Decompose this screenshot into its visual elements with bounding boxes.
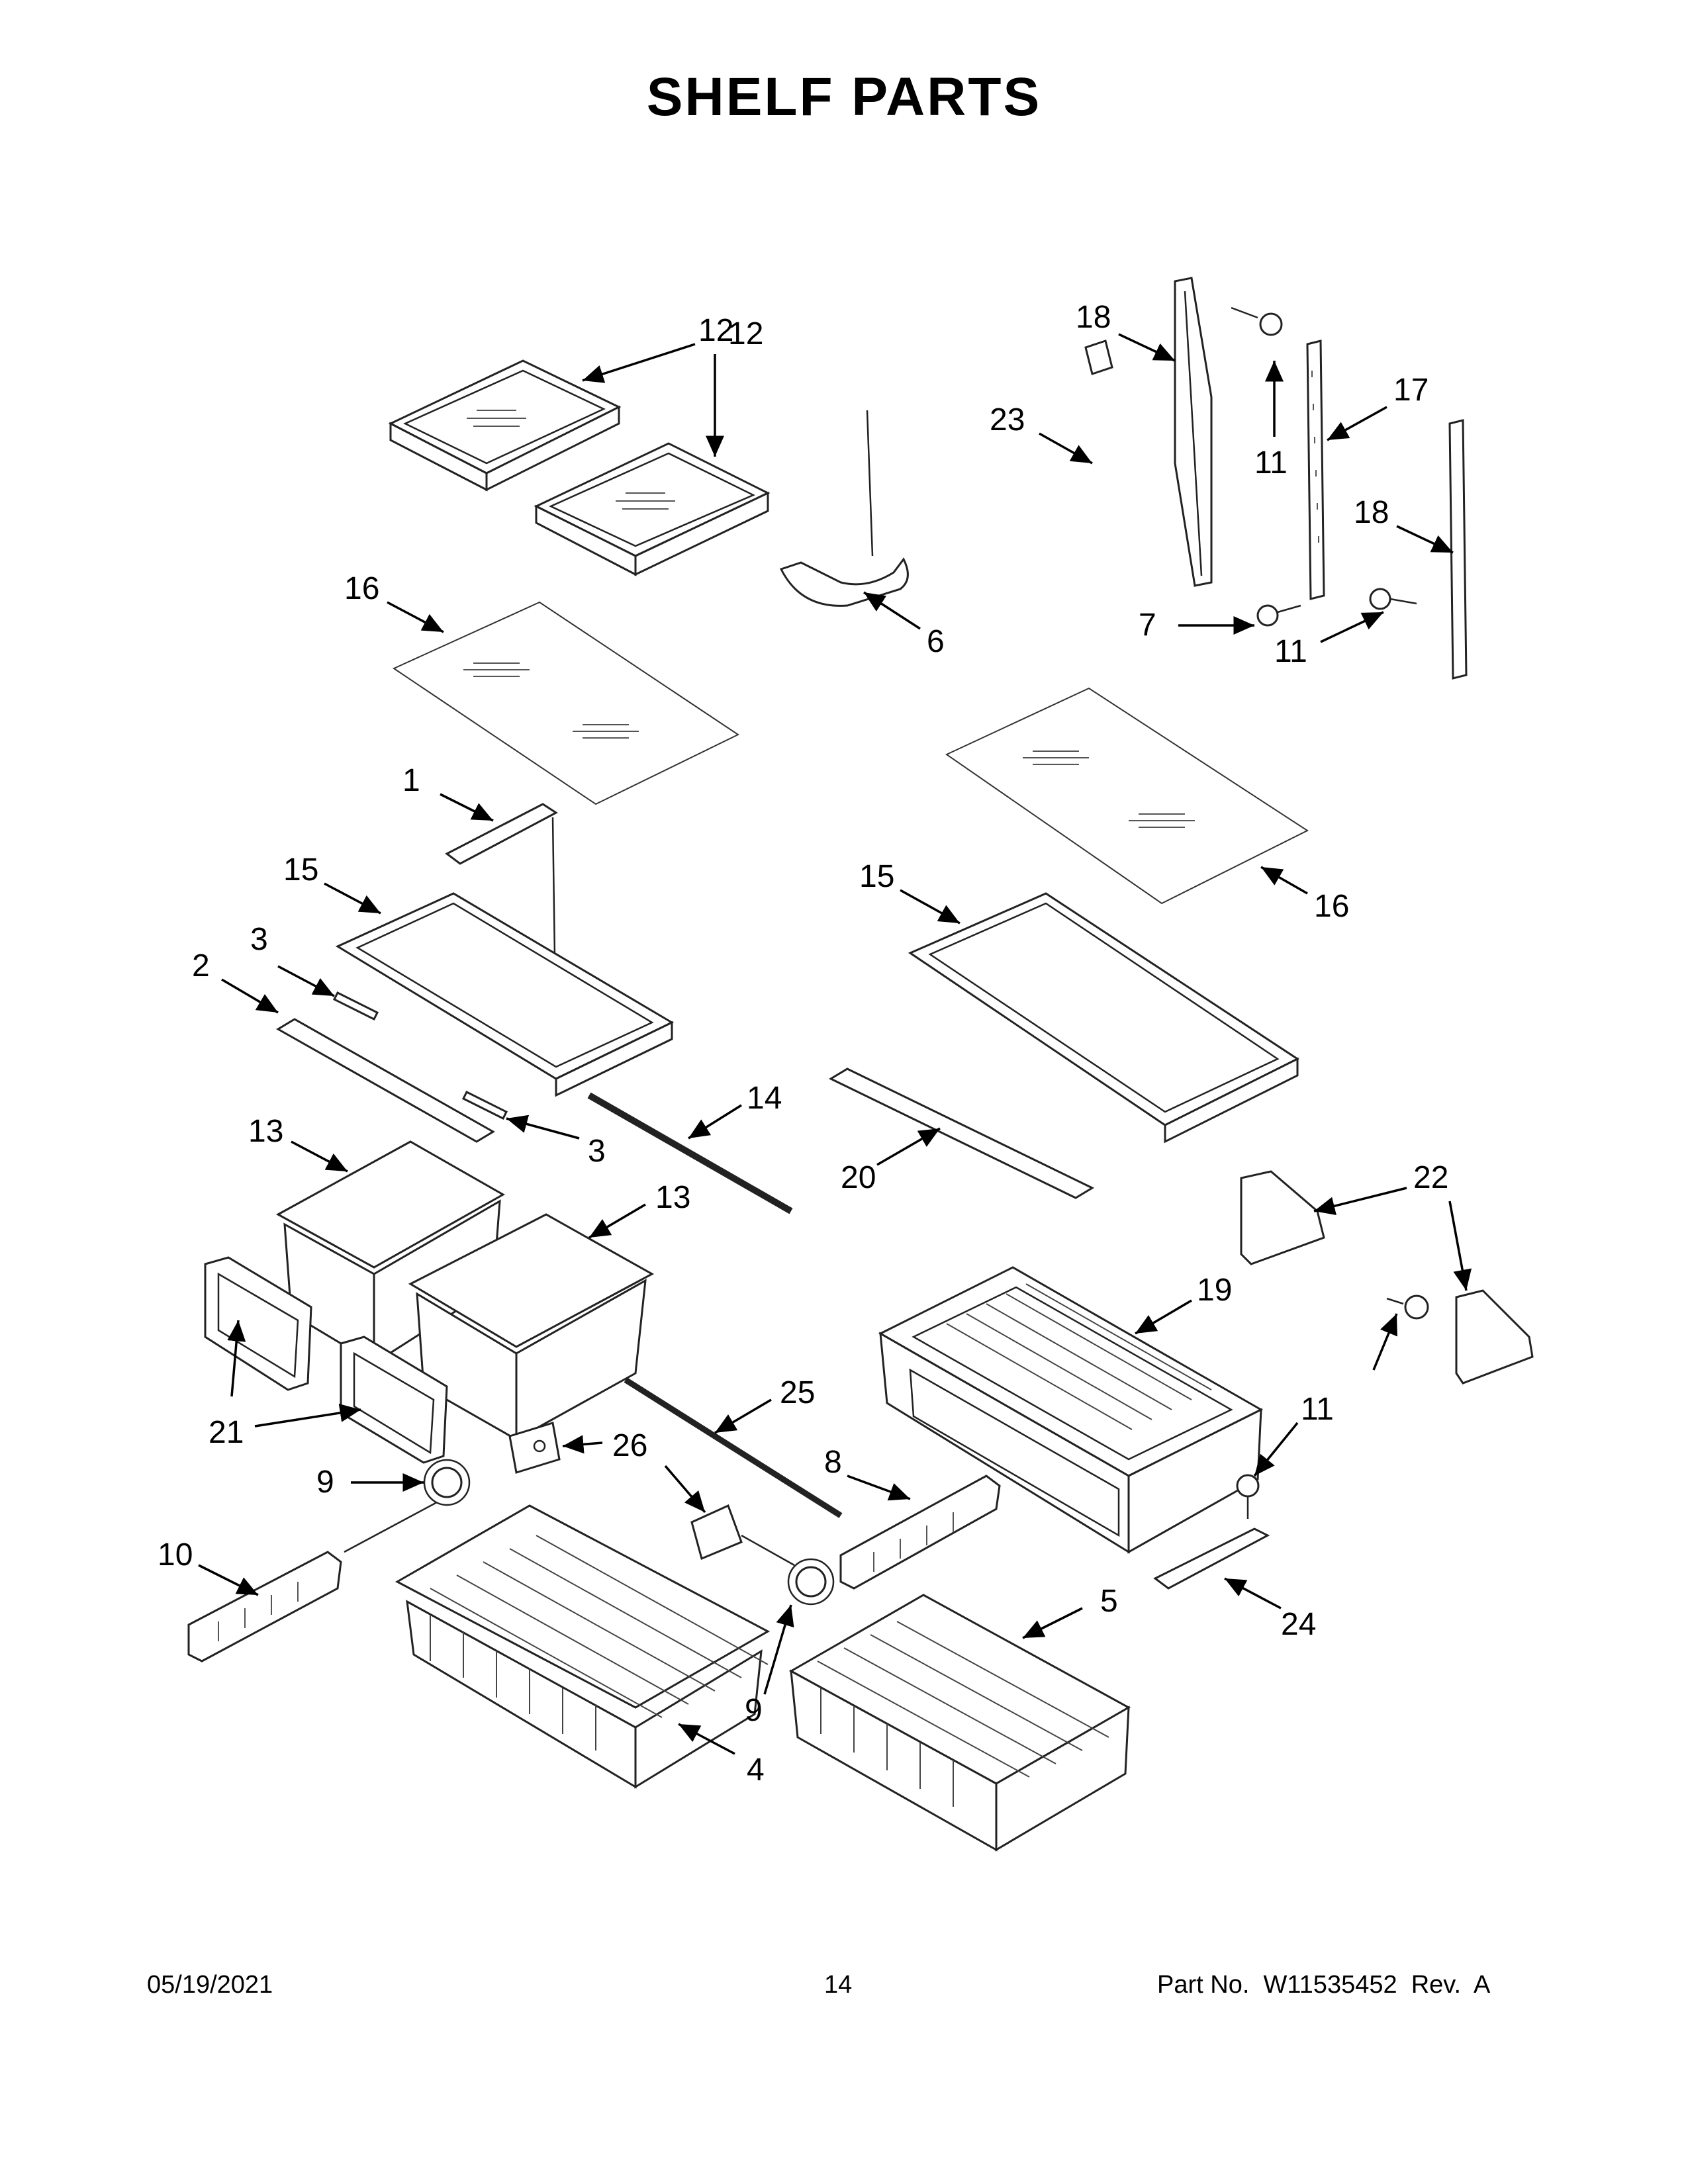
callout-11: 11 [1254,445,1288,480]
callout-2: 2 [192,948,210,983]
callout-5: 5 [1100,1584,1118,1619]
callout-4: 4 [747,1752,765,1788]
part-20-trim [828,1068,1095,1199]
part-24-slide [1153,1527,1270,1590]
footer-date: 05/19/2021 [147,1971,273,1999]
callout-17: 17 [1393,373,1429,408]
part-22-bracket-lower [1455,1289,1534,1385]
part-21-drawer-front-left [204,1256,312,1391]
callout-15: 15 [859,859,894,894]
callout-3: 3 [250,922,268,957]
callout-18: 18 [1354,495,1389,530]
part-22-bracket-upper [1240,1170,1325,1265]
part-12-shelf-left [388,359,622,492]
part-13-crisper-right [408,1213,655,1441]
callout-labels: 12 12 18 17 23 11 18 16 6 7 11 1 15 15 1… [158,300,1448,1788]
callout-22: 22 [1413,1160,1448,1195]
callout-20: 20 [841,1160,876,1195]
part-11-screw-bottom [1236,1474,1260,1519]
callout-19: 19 [1197,1273,1232,1308]
footer-part-number: Part No. W11535452 Rev. A [1157,1971,1491,1999]
callout-21: 21 [209,1415,244,1450]
part-16-glass-right [945,687,1309,905]
callout-15: 15 [283,852,318,887]
part-9-gear-right [787,1558,835,1606]
callout-7: 7 [1139,608,1156,643]
callout-14: 14 [747,1081,782,1116]
page-title: SHELF PARTS [646,67,1042,127]
part-11-screw-right [1386,1295,1429,1320]
part-18-rail-left [1174,277,1213,587]
part-18-rail-right [1448,419,1468,680]
part-9-gear-left [344,1459,471,1553]
part-23-clip [1084,340,1113,375]
part-15-frame-left [335,892,675,1097]
part-4-basket-left [395,1504,771,1789]
part-1-trim [445,803,558,957]
callout-1: 1 [402,763,420,798]
part-3-clip-upper [332,991,379,1021]
callout-24: 24 [1281,1607,1316,1642]
callout-26: 26 [612,1428,647,1463]
callout-6: 6 [927,624,945,659]
callout-25: 25 [780,1375,815,1410]
callout-16: 16 [1314,889,1349,924]
callout-9: 9 [316,1465,334,1500]
part-26-bracket-lower [690,1504,795,1567]
callout-18: 18 [1076,300,1111,335]
part-16-glass-left [392,601,740,805]
part-2-trim [276,1018,495,1143]
part-17-rail-center [1306,340,1325,600]
part-14-rod [587,1092,793,1214]
part-15-frame-right [908,892,1299,1144]
callout-leaders [198,333,1472,1755]
part-7-screw [1256,604,1301,627]
callout-23: 23 [990,402,1025,437]
part-26-bracket-upper [508,1422,561,1474]
part-6-bracket [779,410,909,607]
callout-8: 8 [824,1445,842,1480]
callout-16: 16 [344,571,379,606]
part-19-freezer-drawer [878,1266,1264,1554]
callout-13: 13 [248,1114,283,1149]
part-8-support [839,1475,1001,1590]
part-25-rod [624,1377,843,1518]
callout-12: 12 [728,316,763,351]
callout-11: 11 [1274,634,1307,669]
part-5-basket-right [788,1594,1131,1852]
callout-12: 12 [698,313,733,348]
part-10-support [187,1551,342,1662]
callout-9: 9 [745,1693,763,1728]
callout-10: 10 [158,1537,193,1572]
footer-page-number: 14 [824,1971,853,1999]
part-11-screw-lower [1369,588,1417,610]
part-11-screw-top [1231,306,1283,336]
callout-13: 13 [655,1180,690,1215]
callout-11: 11 [1301,1392,1334,1427]
part-3-clip-lower [461,1090,508,1120]
part-12-shelf-right [534,442,771,576]
callout-3: 3 [588,1134,606,1169]
